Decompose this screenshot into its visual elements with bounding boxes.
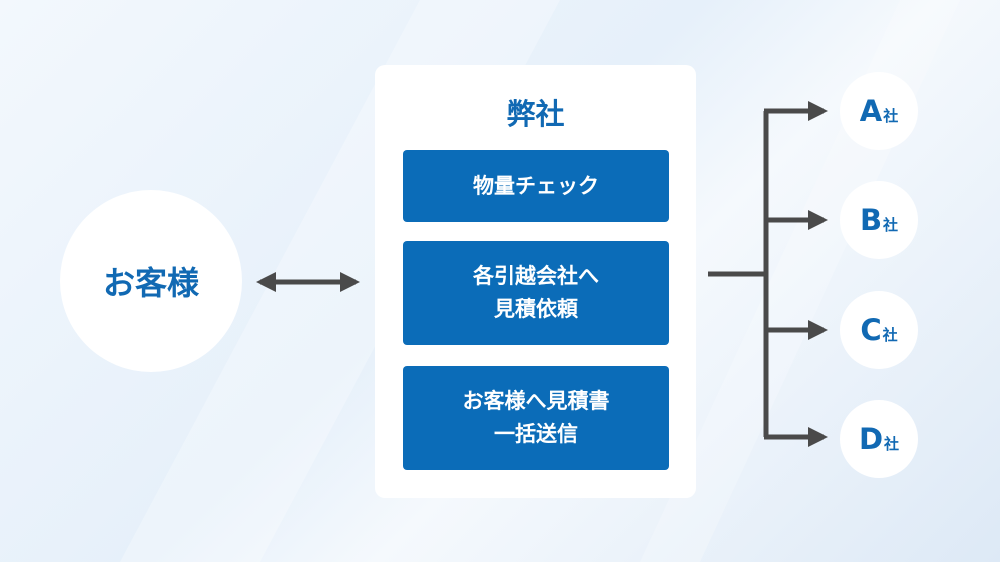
partner-suffix: 社: [882, 325, 898, 344]
step-label: 物量チェック: [473, 173, 599, 198]
partner-letter: B: [859, 203, 883, 237]
company-card: 弊社 物量チェック 各引越会社へ 見積依頼 お客様へ見積書 一括送信: [375, 65, 696, 498]
partner-letter: D: [858, 422, 884, 456]
distribution-arrows: [708, 101, 828, 447]
partner-suffix: 社: [883, 106, 899, 125]
step-label: お客様へ見積書 一括送信: [462, 389, 610, 446]
step-request-quotes: 各引越会社へ 見積依頼: [403, 241, 669, 345]
customer-node: お客様: [60, 190, 242, 372]
step-label: 各引越会社へ 見積依頼: [473, 264, 599, 321]
step-send-quotes: お客様へ見積書 一括送信: [403, 366, 669, 470]
customer-label: お客様: [102, 264, 199, 302]
partner-suffix: 社: [883, 215, 899, 234]
partner-letter: A: [859, 94, 883, 128]
partner-suffix: 社: [884, 434, 900, 453]
step-volume-check: 物量チェック: [403, 150, 669, 222]
partner-letter: C: [860, 313, 882, 347]
company-title: 弊社: [506, 97, 565, 131]
